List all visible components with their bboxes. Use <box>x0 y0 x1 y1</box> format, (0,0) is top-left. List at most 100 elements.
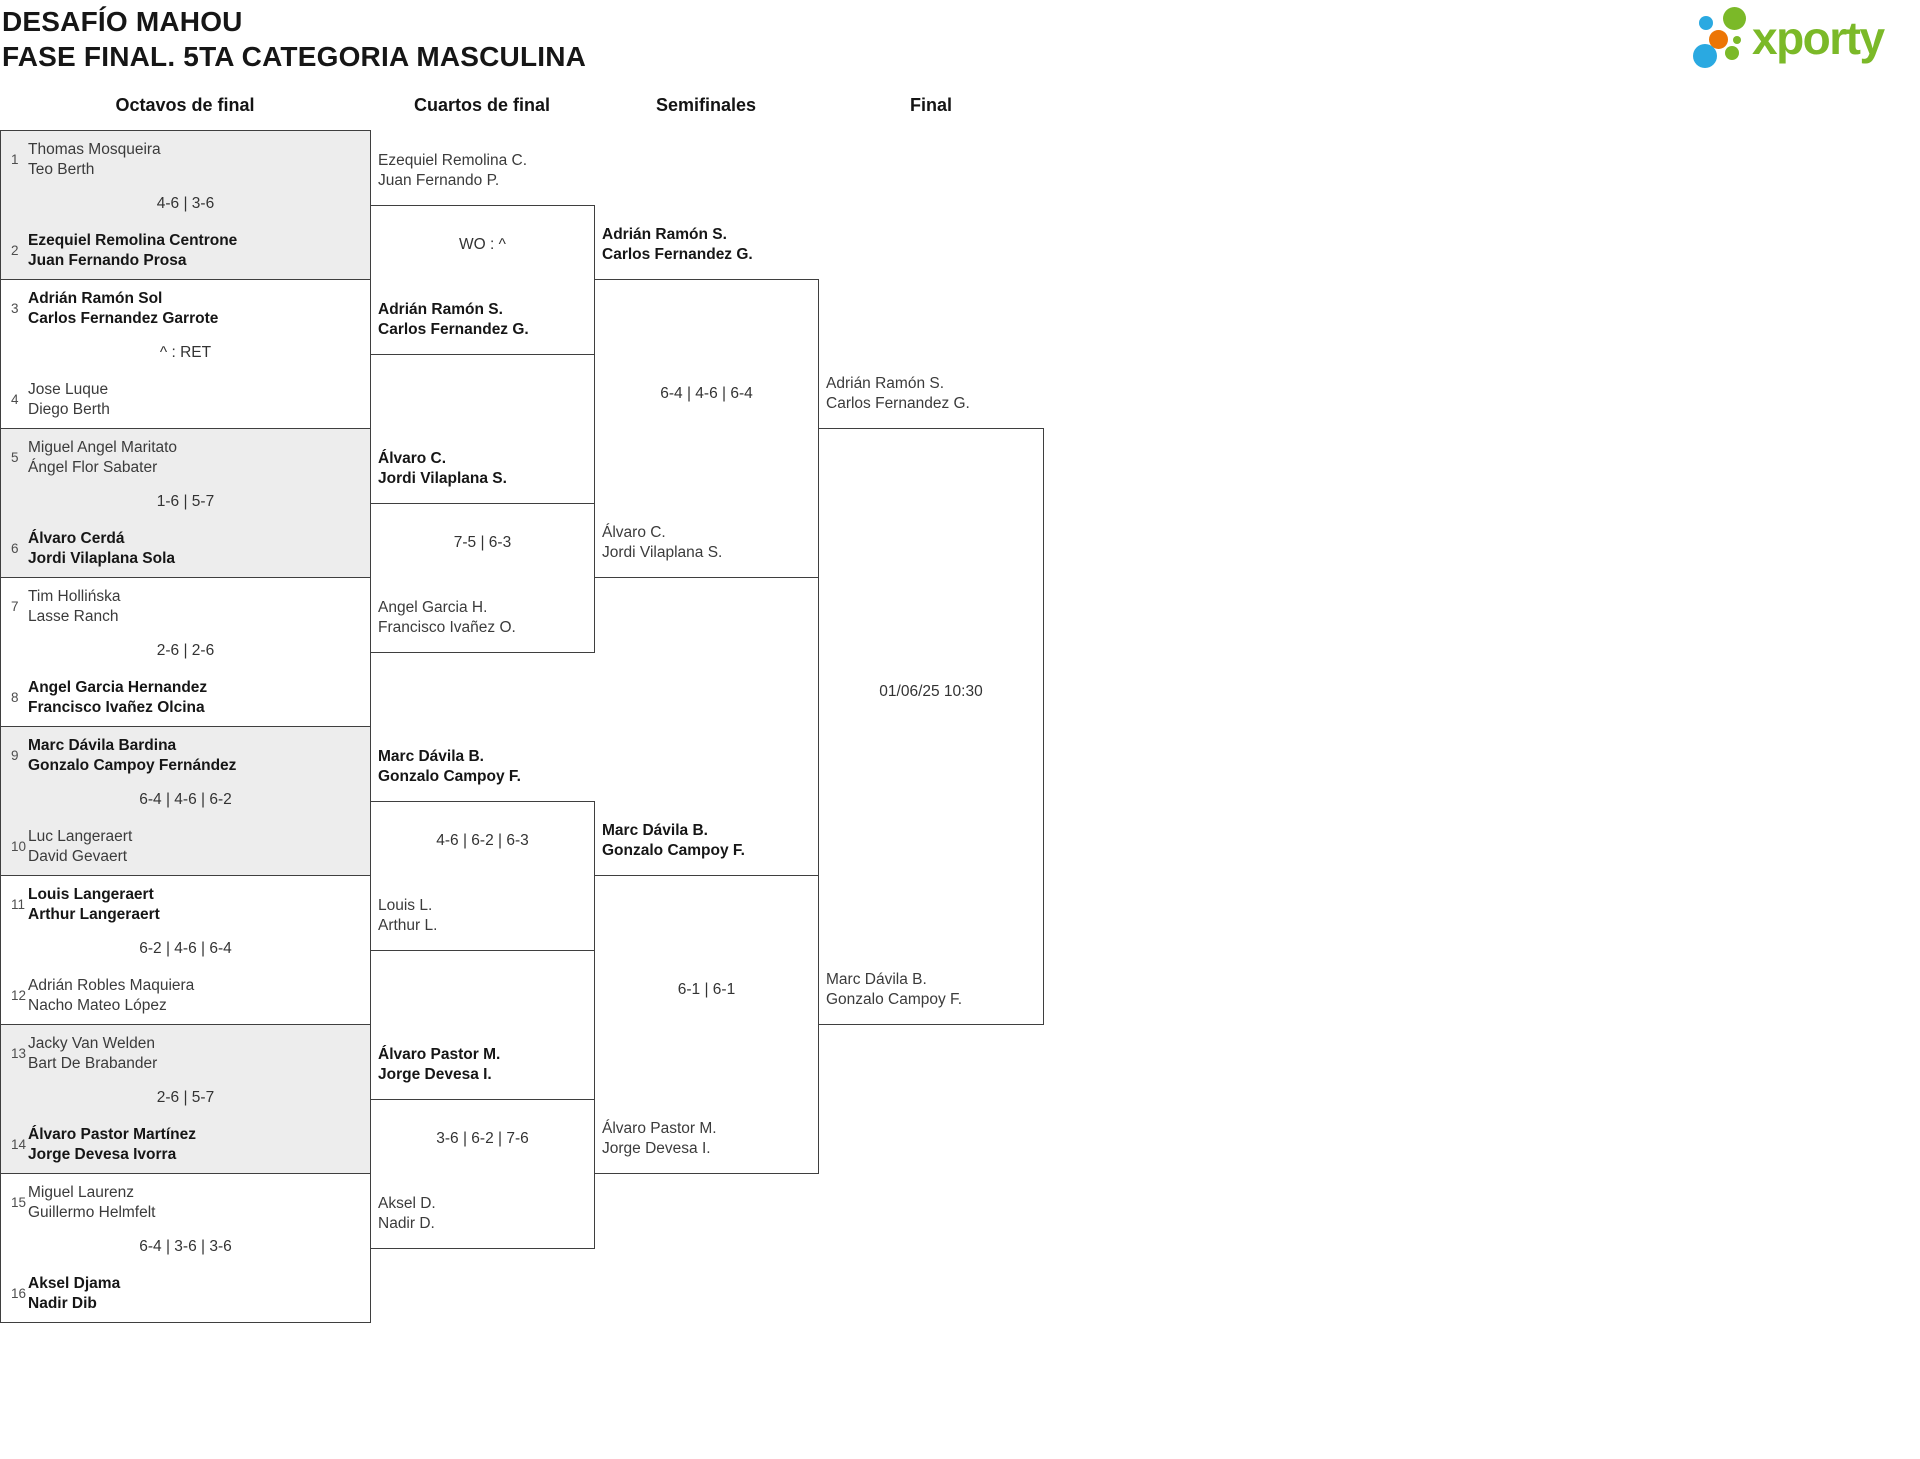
player-name: Luc Langeraert <box>28 828 133 845</box>
seed-number: 4 <box>11 392 19 407</box>
player-name: Guillermo Helmfelt <box>28 1204 156 1221</box>
page-title: DESAFÍO MAHOU FASE FINAL. 5TA CATEGORIA … <box>2 4 586 74</box>
match-final[interactable] <box>818 428 1044 1025</box>
player-name: Nacho Mateo López <box>28 997 167 1014</box>
match-octavos-8[interactable]: 15 Miguel Laurenz Guillermo Helmfelt 6-4… <box>0 1173 371 1323</box>
seed-number: 11 <box>11 897 26 912</box>
match-score: 1-6 | 5-7 <box>156 493 215 510</box>
player-name: Gonzalo Campoy F. <box>826 991 963 1008</box>
match-octavos-3[interactable]: 5 Miguel Angel Maritato Ángel Flor Sabat… <box>0 428 371 578</box>
match-score: 6-4 | 3-6 | 3-6 <box>139 1238 232 1255</box>
team-pair: Jose Luque Diego Berth <box>28 380 363 420</box>
seed-number: 16 <box>11 1286 27 1301</box>
round-header-octavos: Octavos de final <box>115 95 255 115</box>
logo-dot-green-large <box>1723 7 1746 30</box>
logo-dot-green-tiny <box>1733 36 1741 44</box>
player-name: Jordi Vilaplana S. <box>378 469 507 487</box>
match-octavos-7[interactable]: 13 Jacky Van Welden Bart De Brabander 2-… <box>0 1024 371 1174</box>
seed-number: 13 <box>11 1046 27 1061</box>
seed-number: 14 <box>11 1137 27 1152</box>
match-score: 6-4 | 4-6 | 6-2 <box>139 791 232 808</box>
match-datetime: 01/06/25 10:30 <box>879 683 983 700</box>
player-name: Francisco Ivañez Olcina <box>28 699 205 716</box>
team-pair: Luc Langeraert David Gevaert <box>28 827 363 867</box>
player-name: Angel Garcia H. <box>378 598 488 616</box>
player-name: Jorge Devesa I. <box>602 1140 711 1157</box>
match-score: 2-6 | 2-6 <box>156 642 215 659</box>
match-score: 2-6 | 5-7 <box>156 1089 215 1106</box>
player-name: Álvaro Pastor M. <box>378 1045 501 1063</box>
team-pair: Tim Hollińska Lasse Ranch <box>28 587 363 627</box>
match-octavos-5[interactable]: 9 Marc Dávila Bardina Gonzalo Campoy Fer… <box>0 726 371 876</box>
seed-number: 7 <box>11 599 19 614</box>
player-name: Jorge Devesa Ivorra <box>28 1146 177 1163</box>
player-name: Miguel Angel Maritato <box>28 439 178 456</box>
team-pair: Aksel D. Nadir D. <box>378 1194 590 1234</box>
team-pair: Marc Dávila B. Gonzalo Campoy F. <box>826 970 1038 1010</box>
team-pair: Ezequiel Remolina C. Juan Fernando P. <box>378 151 590 191</box>
seed-number: 8 <box>11 690 19 705</box>
team-pair: Aksel Djama Nadir Dib <box>28 1274 363 1314</box>
player-name: Juan Fernando P. <box>378 171 500 189</box>
player-name: Álvaro C. <box>378 449 447 467</box>
team-pair: Álvaro Cerdá Jordi Vilaplana Sola <box>28 529 363 569</box>
team-pair: Marc Dávila B. Gonzalo Campoy F. <box>378 747 590 787</box>
match-octavos-1[interactable]: 1 Thomas Mosqueira Teo Berth 4-6 | 3-6 E… <box>0 130 371 280</box>
player-name: Álvaro Pastor Martínez <box>28 1126 196 1143</box>
seed-number: 3 <box>11 301 19 316</box>
player-name: Jacky Van Welden <box>28 1035 155 1052</box>
team-pair: Jacky Van Welden Bart De Brabander <box>28 1034 363 1074</box>
player-name: Álvaro Pastor M. <box>602 1120 717 1137</box>
player-name: Adrián Robles Maquiera <box>28 977 195 994</box>
player-name: Adrián Ramón Sol <box>28 290 163 307</box>
player-name: Diego Berth <box>28 401 110 418</box>
player-name: Thomas Mosqueira <box>28 141 161 158</box>
player-name: Álvaro C. <box>602 524 666 541</box>
player-name: Arthur Langeraert <box>28 906 160 923</box>
seed-number: 12 <box>11 988 27 1003</box>
player-name: Louis L. <box>378 896 433 914</box>
team-pair: Adrián Ramón Sol Carlos Fernandez Garrot… <box>28 289 363 329</box>
round-header-semifinales: Semifinales <box>655 95 757 115</box>
phase-category: FASE FINAL. 5TA CATEGORIA MASCULINA <box>2 41 587 72</box>
seed-number: 2 <box>11 243 19 258</box>
player-name: Angel Garcia Hernandez <box>28 679 208 696</box>
player-name: Bart De Brabander <box>28 1055 158 1072</box>
player-name: Gonzalo Campoy Fernández <box>28 757 237 774</box>
logo-wordmark: xporty <box>1752 12 1885 64</box>
team-pair: Adrián Ramón S. Carlos Fernandez G. <box>378 300 590 340</box>
player-name: Aksel Djama <box>28 1275 121 1292</box>
player-name: Jorge Devesa I. <box>378 1065 492 1083</box>
player-name: David Gevaert <box>28 848 128 865</box>
team-pair: Marc Dávila B. Gonzalo Campoy F. <box>602 821 814 861</box>
player-name: Jordi Vilaplana S. <box>602 544 723 561</box>
player-name: Álvaro Cerdá <box>28 530 125 547</box>
logo-dot-green-small <box>1725 46 1739 60</box>
team-pair: Adrián Robles Maquiera Nacho Mateo López <box>28 976 363 1016</box>
player-name: Nadir Dib <box>28 1295 97 1312</box>
player-name: Adrián Ramón S. <box>378 300 503 318</box>
team-pair: Angel Garcia H. Francisco Ivañez O. <box>378 598 590 638</box>
logo-dot-blue-small <box>1699 16 1713 30</box>
match-octavos-2[interactable]: 3 Adrián Ramón Sol Carlos Fernandez Garr… <box>0 279 371 429</box>
match-octavos-4[interactable]: 7 Tim Hollińska Lasse Ranch 2-6 | 2-6 An… <box>0 577 371 727</box>
player-name: Miguel Laurenz <box>28 1184 134 1201</box>
player-name: Adrián Ramón S. <box>826 375 945 392</box>
match-score: WO : ^ <box>459 236 506 253</box>
team-pair: Álvaro Pastor M. Jorge Devesa I. <box>378 1045 590 1085</box>
team-pair: Álvaro C. Jordi Vilaplana S. <box>378 449 590 489</box>
player-name: Arthur L. <box>378 916 438 934</box>
team-pair: Angel Garcia Hernandez Francisco Ivañez … <box>28 678 363 718</box>
match-octavos-6[interactable]: 11 Louis Langeraert Arthur Langeraert 6-… <box>0 875 371 1025</box>
team-pair: Louis Langeraert Arthur Langeraert <box>28 885 363 925</box>
player-name: Ángel Flor Sabater <box>28 459 158 476</box>
player-name: Nadir D. <box>378 1214 435 1232</box>
seed-number: 10 <box>11 839 27 854</box>
match-score: 6-2 | 4-6 | 6-4 <box>139 940 232 957</box>
match-score: 6-1 | 6-1 <box>677 981 736 998</box>
player-name: Marc Dávila B. <box>378 747 484 765</box>
xporty-logo[interactable]: xporty <box>1690 5 1910 71</box>
round-header-cuartos: Cuartos de final <box>413 95 551 115</box>
player-name: Aksel D. <box>378 1194 436 1212</box>
player-name: Tim Hollińska <box>28 588 121 605</box>
